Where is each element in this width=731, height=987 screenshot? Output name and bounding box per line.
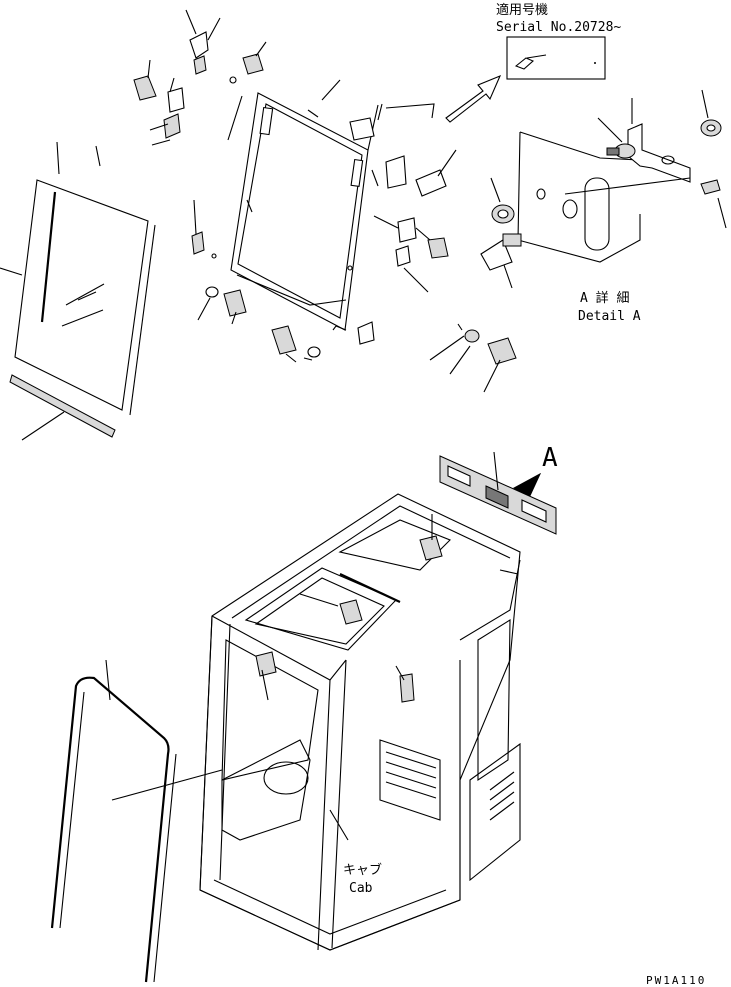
cab-side-panel: [469, 742, 521, 882]
cab-side-window: [477, 618, 511, 782]
detail-a-cushion: [480, 239, 513, 271]
detail-a-group: A 詳 細 Detail A: [480, 89, 727, 324]
hinge-bolt-1: [242, 53, 264, 75]
serial-number-label: Serial No.20728~: [496, 20, 621, 35]
hinge-bolt-2: [133, 75, 157, 101]
latch-lever: [415, 169, 447, 197]
window-glass: [14, 179, 149, 411]
applicable-models-label: 適用号機: [496, 2, 548, 18]
bottom-bolt-1: [271, 325, 297, 355]
bottom-nut: [464, 329, 480, 343]
latch-clip: [385, 155, 407, 189]
drawing-code: PW1A110: [646, 974, 706, 987]
roof-bolt-1: [419, 535, 443, 561]
cab-body-group: [111, 493, 521, 951]
cab-roof-hatch: [338, 519, 451, 571]
upper-hinge: [189, 31, 209, 59]
detail-a-title-jp: A 詳 細: [580, 290, 629, 306]
side-bolt: [399, 673, 415, 703]
detail-a-slot: [584, 177, 610, 251]
detail-a-title-en: Detail A: [578, 309, 641, 324]
callout-letter: A: [542, 443, 558, 473]
mid-bolt: [349, 117, 375, 141]
serial-applicability-box: 適用号機 Serial No.20728~: [496, 2, 621, 80]
left-clip: [191, 231, 205, 255]
detail-a-bolt: [700, 179, 721, 195]
door-seal: [50, 676, 170, 983]
bottom-clip: [357, 321, 375, 345]
bottom-bolt-2: [487, 337, 517, 365]
window-glass-group: [0, 141, 156, 441]
hinge-plate: [167, 87, 185, 113]
hinge-and-fastener-parts: [133, 9, 517, 393]
serial-frame: [506, 36, 606, 80]
glass-bottom-seal: [9, 374, 116, 438]
serial-part-sketch: [514, 54, 547, 70]
roof-hatch-plate: [439, 451, 557, 535]
window-frame-group: [211, 79, 379, 331]
cab-sunroof: [244, 567, 397, 651]
cab-front-lower-panel: [221, 739, 311, 841]
detail-a-bracket: [627, 123, 691, 183]
cab-floor: [379, 739, 441, 821]
cab-label-jp: キャブ: [343, 862, 382, 878]
detail-a-panel: [517, 131, 641, 263]
left-bolt: [223, 289, 247, 317]
roof-bolt-2: [339, 599, 363, 625]
cab-label-en: Cab: [349, 881, 373, 896]
arrow-to-serial-box: [445, 74, 502, 123]
pillar-bolt: [255, 651, 277, 677]
detail-a-leaders: [490, 89, 727, 289]
lower-clip-1: [397, 217, 417, 243]
